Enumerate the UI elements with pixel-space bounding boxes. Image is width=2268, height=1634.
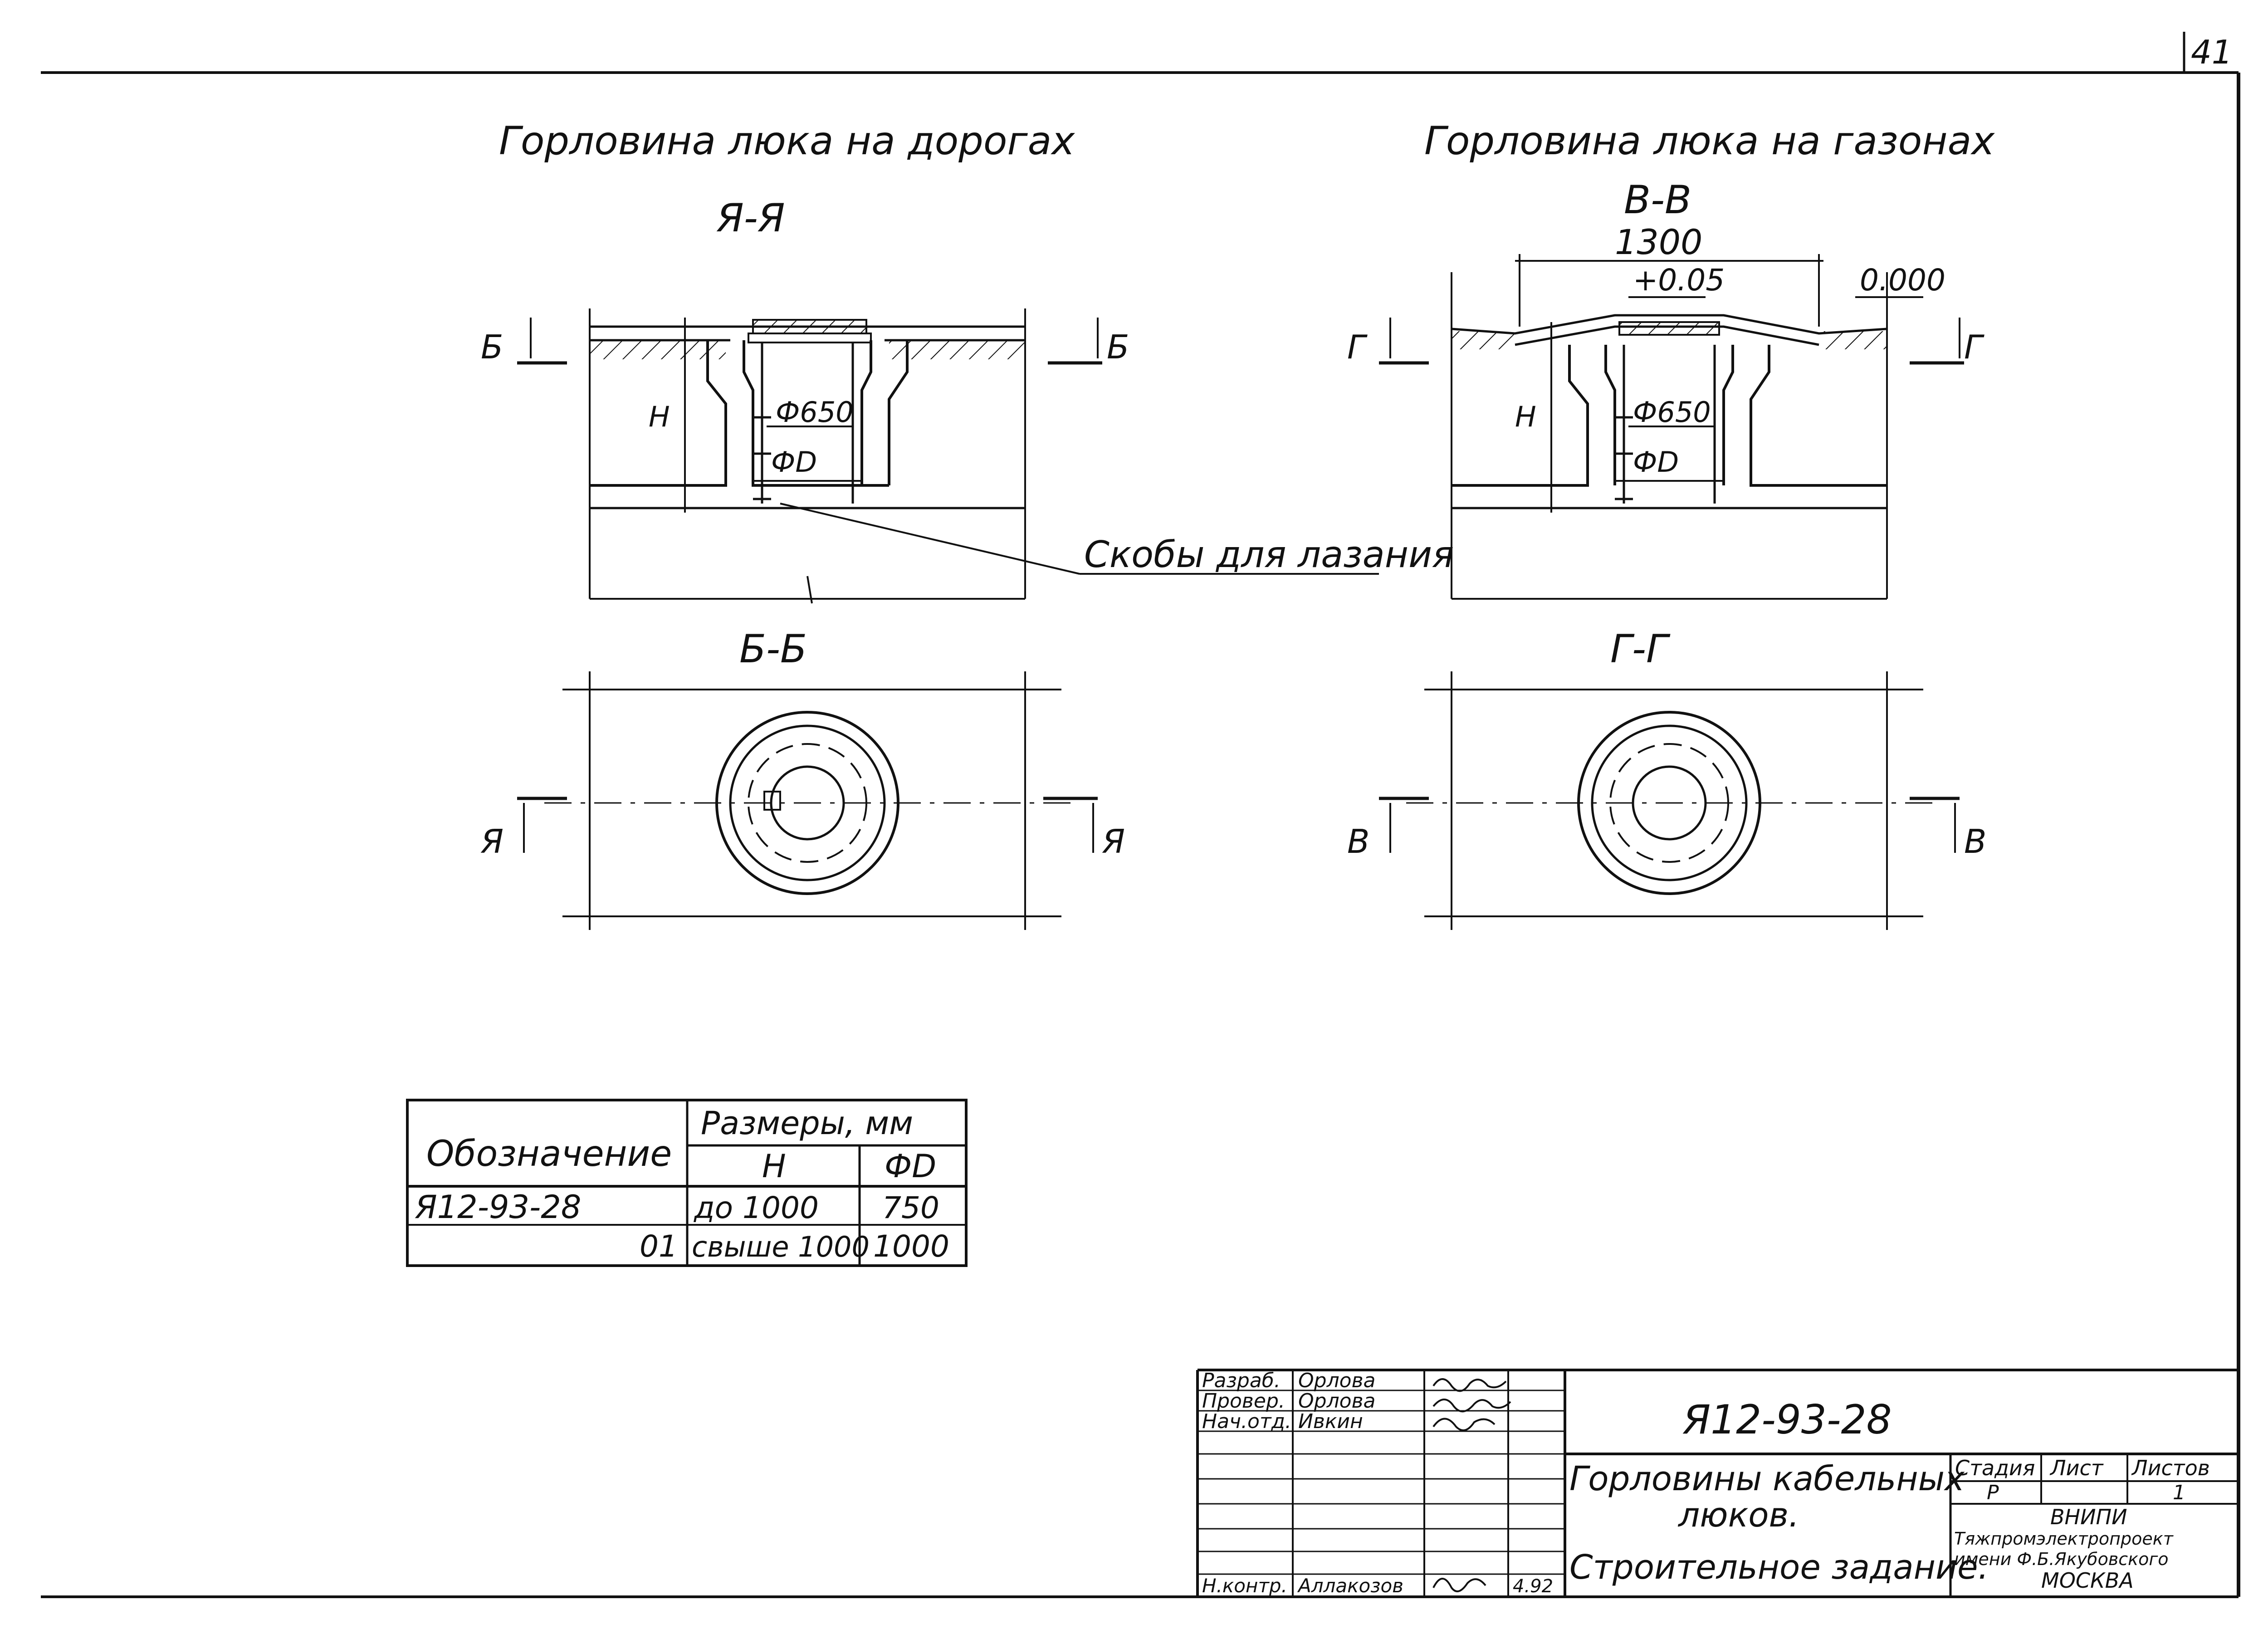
left-plan-drawing — [517, 671, 1098, 930]
table-row-1-designation: Я12-93-28 — [415, 1189, 581, 1226]
sheets-label: Листов — [2131, 1456, 2210, 1480]
right-plan-label: Г-Г — [1610, 626, 1671, 672]
right-section-label: В-В — [1624, 177, 1691, 223]
callout-label: Скобы для лазания — [1084, 533, 1454, 576]
doc-title-line2: люков. — [1677, 1496, 1799, 1535]
right-width-dim: 1300 — [1615, 222, 1702, 262]
stage-label: Стадия — [1955, 1456, 2035, 1480]
left-section-label: Я-Я — [716, 196, 785, 241]
right-section-drawing — [1379, 254, 1964, 600]
name-checker: Орлова — [1298, 1389, 1376, 1413]
left-dim-inner: Ф650 — [776, 396, 854, 429]
left-height-label: H — [649, 400, 670, 433]
org-line1: ВНИПИ — [2050, 1505, 2127, 1529]
role-developer: Разраб. — [1202, 1369, 1281, 1392]
org-line3: имени Ф.Б.Якубовского — [1954, 1549, 2169, 1569]
sheet-frame — [41, 32, 2240, 1598]
sheet-number: 41 — [2191, 33, 2233, 71]
left-dim-outer: ФD — [771, 445, 817, 479]
right-plan-cut-left: В — [1347, 822, 1369, 861]
role-checker: Провер. — [1202, 1389, 1285, 1413]
stage-value: Р — [1987, 1481, 1999, 1504]
left-section-drawing — [517, 308, 1102, 604]
role-head: Нач.отд. — [1202, 1410, 1291, 1433]
table-row-2-designation: 01 — [640, 1229, 678, 1264]
role-norm-control: Н.контр. — [1202, 1575, 1287, 1597]
org-line2: Тяжпромэлектропроект — [1954, 1529, 2174, 1549]
left-cut-label-right: Б — [1107, 328, 1129, 366]
right-cut-label-right: Г — [1964, 328, 1984, 366]
doc-title-line1: Горловины кабельных — [1569, 1459, 1965, 1498]
table-row-2-d: 1000 — [873, 1229, 949, 1264]
callout-leader — [780, 503, 1080, 575]
right-dim-outer: ФD — [1633, 445, 1679, 479]
left-plan-cut-right: Я — [1102, 822, 1125, 861]
norm-control-date: 4.92 — [1513, 1576, 1553, 1597]
table-col-d: ФD — [885, 1148, 936, 1185]
sheet-label: Лист — [2049, 1456, 2104, 1480]
right-plan-drawing — [1379, 671, 1960, 930]
name-head: Ивкин — [1298, 1410, 1363, 1433]
right-cut-label-left: Г — [1347, 328, 1368, 366]
doc-subtitle: Строительное задание. — [1569, 1548, 1989, 1587]
right-plan-cut-right: В — [1964, 822, 1986, 861]
table-row-1-d: 750 — [882, 1190, 939, 1225]
table-header-designation: Обозначение — [426, 1134, 672, 1174]
name-norm-control: Аллакозов — [1297, 1575, 1403, 1597]
sheets-value: 1 — [2173, 1481, 2185, 1504]
title-block — [1196, 1369, 2239, 1597]
signature — [1432, 1378, 1511, 1592]
left-view-title: Горловина люка на дорогах — [499, 118, 1075, 164]
size-table — [406, 1099, 968, 1267]
left-cut-label-left: Б — [481, 328, 503, 366]
right-view-title: Горловина люка на газонах — [1424, 118, 1995, 164]
table-row-1-h: до 1000 — [694, 1190, 819, 1225]
org-line4: МОСКВА — [2041, 1568, 2134, 1593]
table-row-2-h: свыше 1000 — [692, 1230, 870, 1263]
right-level-top: +0.05 — [1633, 263, 1725, 298]
table-col-h: H — [762, 1148, 786, 1185]
right-level-ground: 0.000 — [1860, 263, 1945, 298]
left-plan-label: Б-Б — [739, 626, 807, 672]
right-dim-inner: Ф650 — [1633, 396, 1711, 429]
left-plan-cut-left: Я — [480, 822, 503, 861]
name-developer: Орлова — [1298, 1369, 1376, 1392]
right-height-label: H — [1515, 400, 1536, 433]
table-header-sizes: Размеры, мм — [701, 1105, 913, 1142]
doc-code: Я12-93-28 — [1682, 1396, 1892, 1443]
